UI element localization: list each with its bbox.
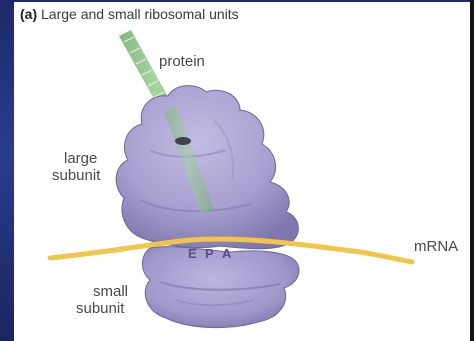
large-subunit bbox=[116, 86, 298, 249]
site-a: A bbox=[222, 246, 232, 261]
small-subunit-label-line2: subunit bbox=[76, 300, 124, 317]
protein-label: protein bbox=[159, 53, 205, 70]
site-p: P bbox=[205, 246, 215, 261]
small-subunit bbox=[143, 247, 299, 328]
small-subunit-label-line1: small bbox=[93, 283, 128, 300]
site-e: E bbox=[188, 246, 198, 261]
mrna-label: mRNA bbox=[414, 238, 458, 255]
large-subunit-label-line1: large bbox=[64, 150, 97, 167]
large-subunit-label-line2: subunit bbox=[52, 167, 100, 184]
